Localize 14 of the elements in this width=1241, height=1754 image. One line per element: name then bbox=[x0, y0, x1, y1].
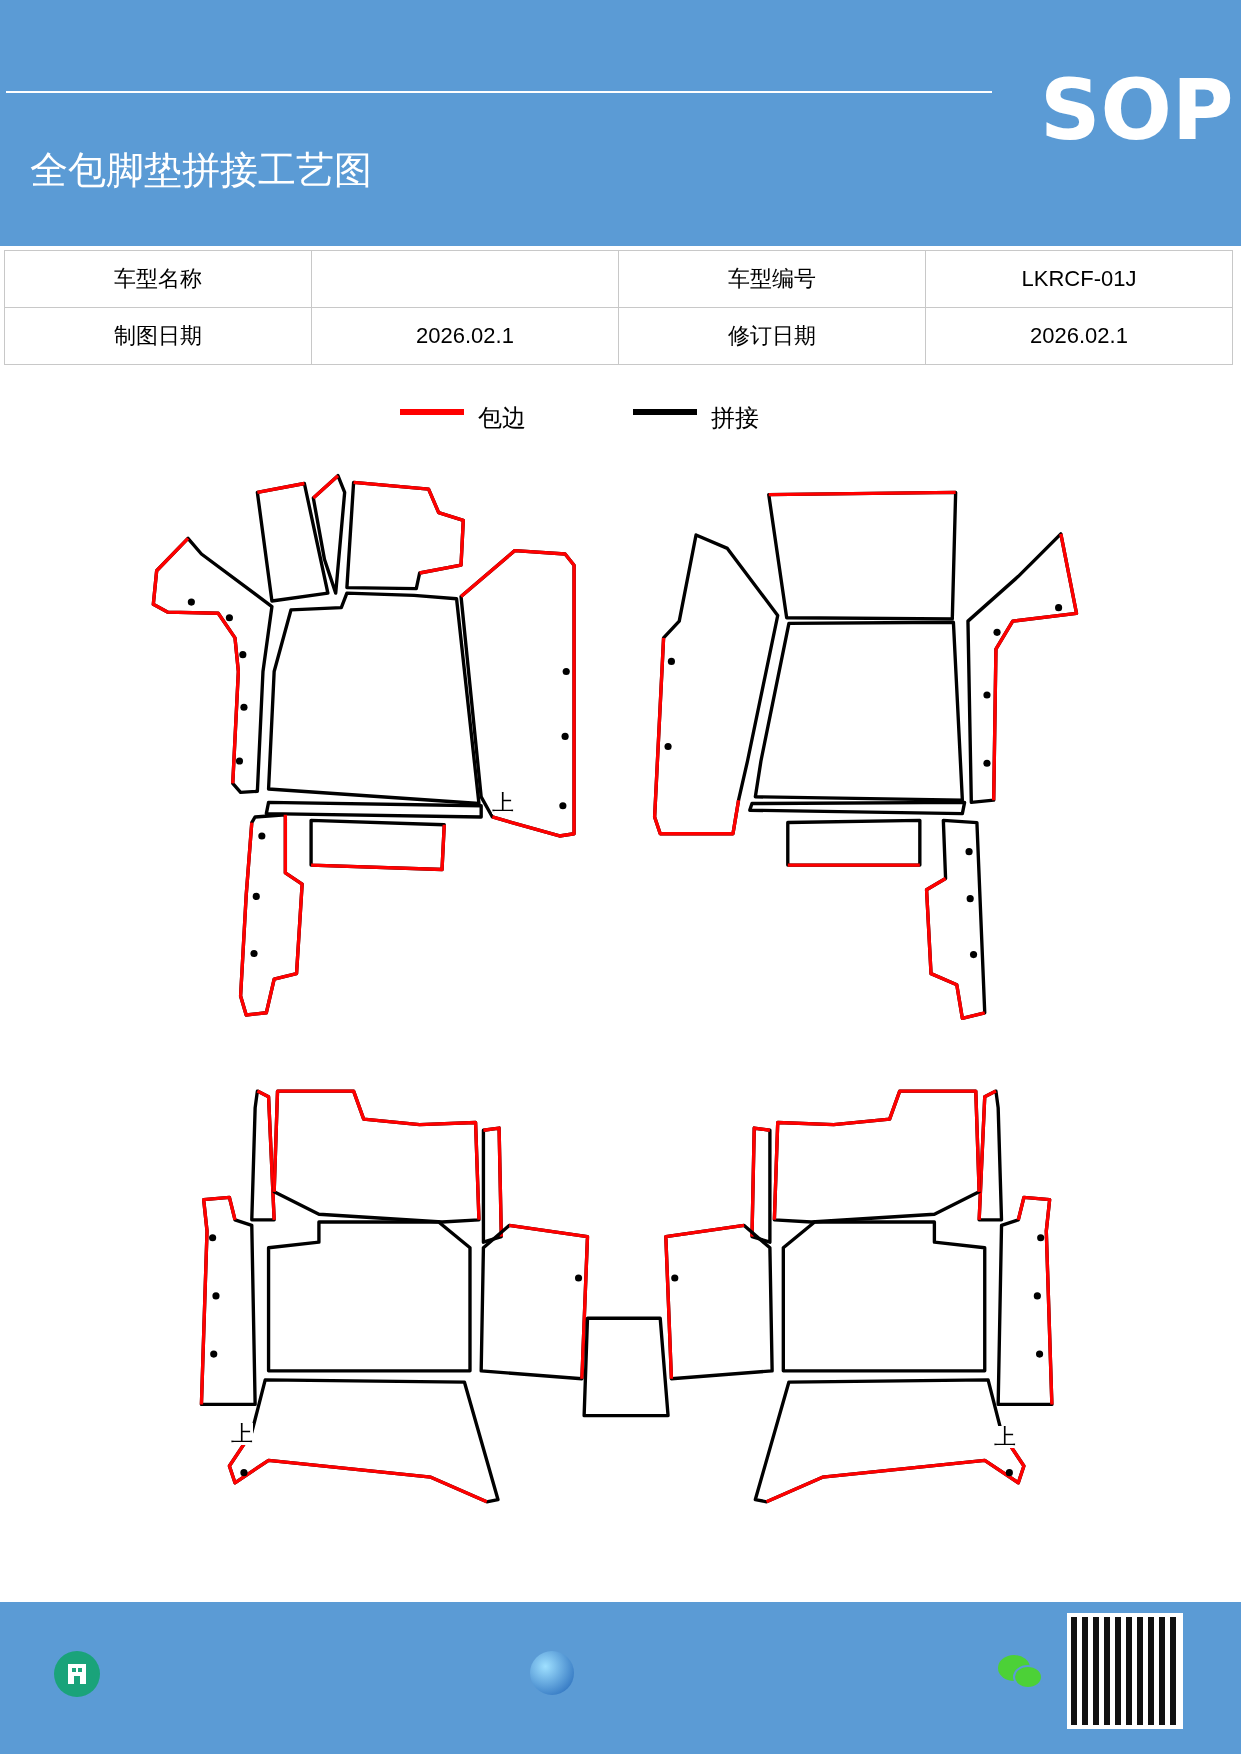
sop-heading: SOP bbox=[1040, 68, 1234, 152]
field-label: 车型编号 bbox=[728, 266, 816, 291]
legend-label: 拼接 bbox=[711, 403, 759, 434]
legend-label: 包边 bbox=[478, 403, 526, 434]
field-value: LKRCF-01J bbox=[1021, 266, 1137, 291]
field-value: 2026.02.1 bbox=[416, 323, 514, 348]
orientation-mark: 上 bbox=[492, 792, 514, 814]
field-label: 修订日期 bbox=[728, 323, 816, 348]
orientation-mark: 上 bbox=[994, 1426, 1016, 1448]
field-label: 车型名称 bbox=[114, 266, 202, 291]
page-title: 全包脚垫拼接工艺图 bbox=[30, 147, 372, 194]
field-value: 2026.02.1 bbox=[1030, 323, 1128, 348]
orientation-mark: 上 bbox=[231, 1423, 253, 1445]
field-label: 制图日期 bbox=[114, 323, 202, 348]
